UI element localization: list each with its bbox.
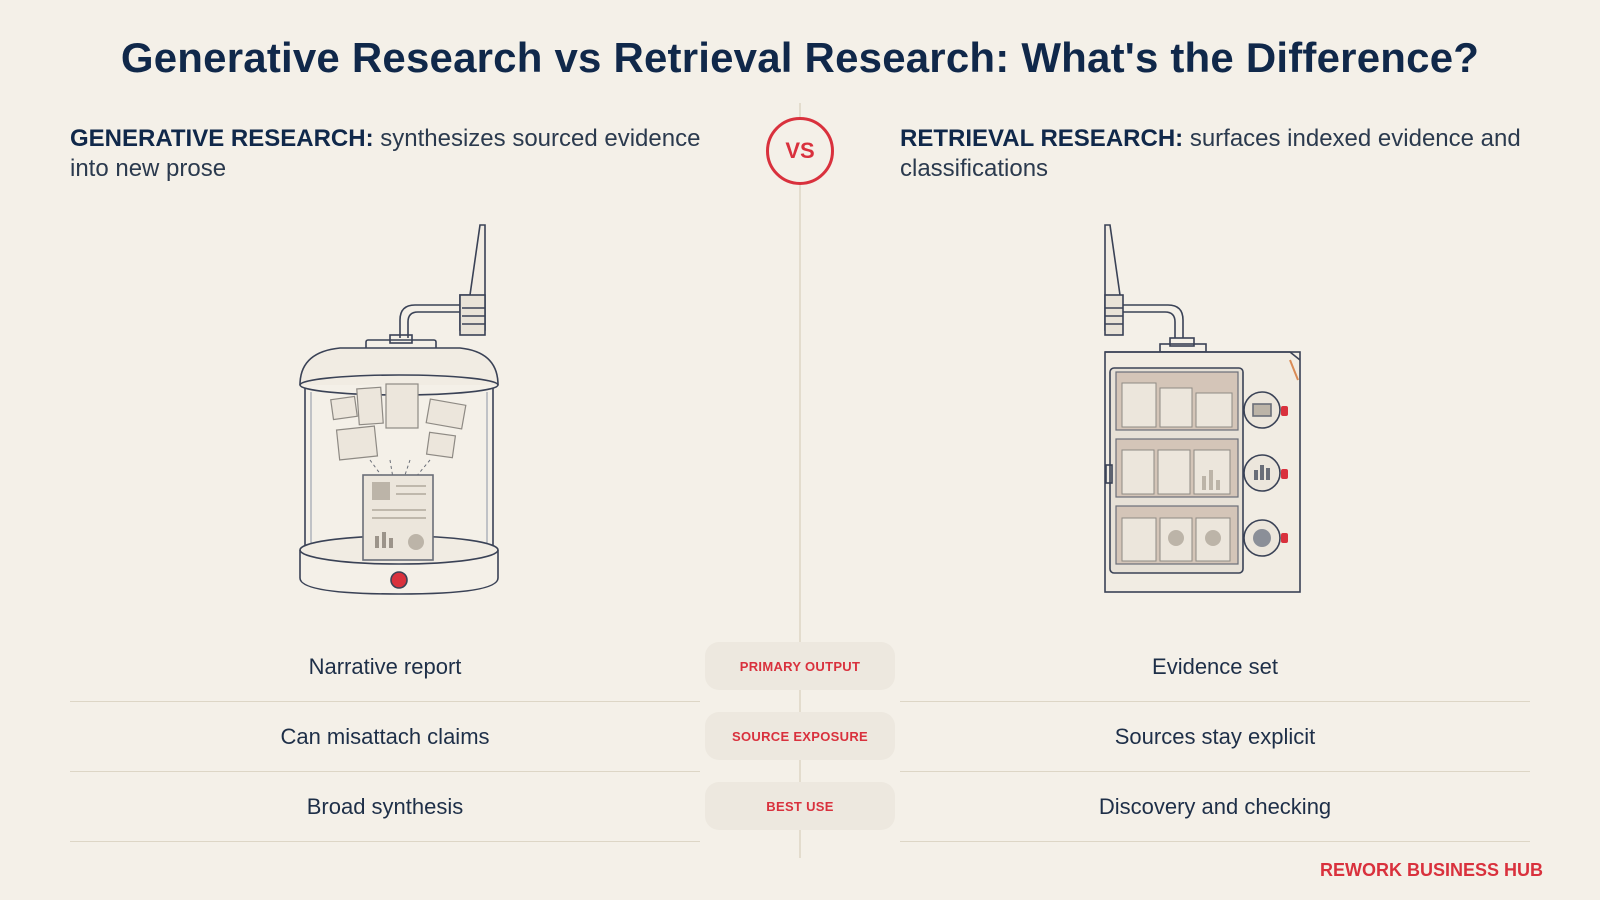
page-title: Generative Research vs Retrieval Researc… <box>120 34 1480 81</box>
generative-heading-lead: GENERATIVE RESEARCH: <box>70 125 374 152</box>
row-label-best-use: BEST USE <box>705 782 895 830</box>
generative-jar-illustration <box>299 224 499 595</box>
vs-label: VS <box>785 138 815 163</box>
center-divider <box>799 103 801 858</box>
generative-heading-description: synthesizes sourced evidence into new pr… <box>70 125 701 182</box>
generative-best-use: Broad synthesis <box>70 772 700 842</box>
retrieval-heading-lead: RETRIEVAL RESEARCH: <box>900 125 1184 152</box>
brand-logo-text: REWORK BUSINESS HUB <box>1319 860 1543 880</box>
retrieval-best-use: Discovery and checking <box>900 772 1530 842</box>
vs-badge: VS <box>766 117 834 185</box>
row-label-source-exposure: SOURCE EXPOSURE <box>705 712 895 760</box>
retrieval-primary-output: Evidence set <box>900 632 1530 702</box>
generative-heading: GENERATIVE RESEARCH: synthesizes sourced… <box>70 124 710 184</box>
retrieval-heading-description: surfaces indexed evidence and classifica… <box>900 125 1521 182</box>
retrieval-cabinet-illustration <box>1104 224 1301 593</box>
retrieval-heading: RETRIEVAL RESEARCH: surfaces indexed evi… <box>900 124 1540 184</box>
generative-source-exposure: Can misattach claims <box>70 702 700 772</box>
retrieval-source-exposure: Sources stay explicit <box>900 702 1530 772</box>
generative-primary-output: Narrative report <box>70 632 700 702</box>
row-label-primary-output: PRIMARY OUTPUT <box>705 642 895 690</box>
